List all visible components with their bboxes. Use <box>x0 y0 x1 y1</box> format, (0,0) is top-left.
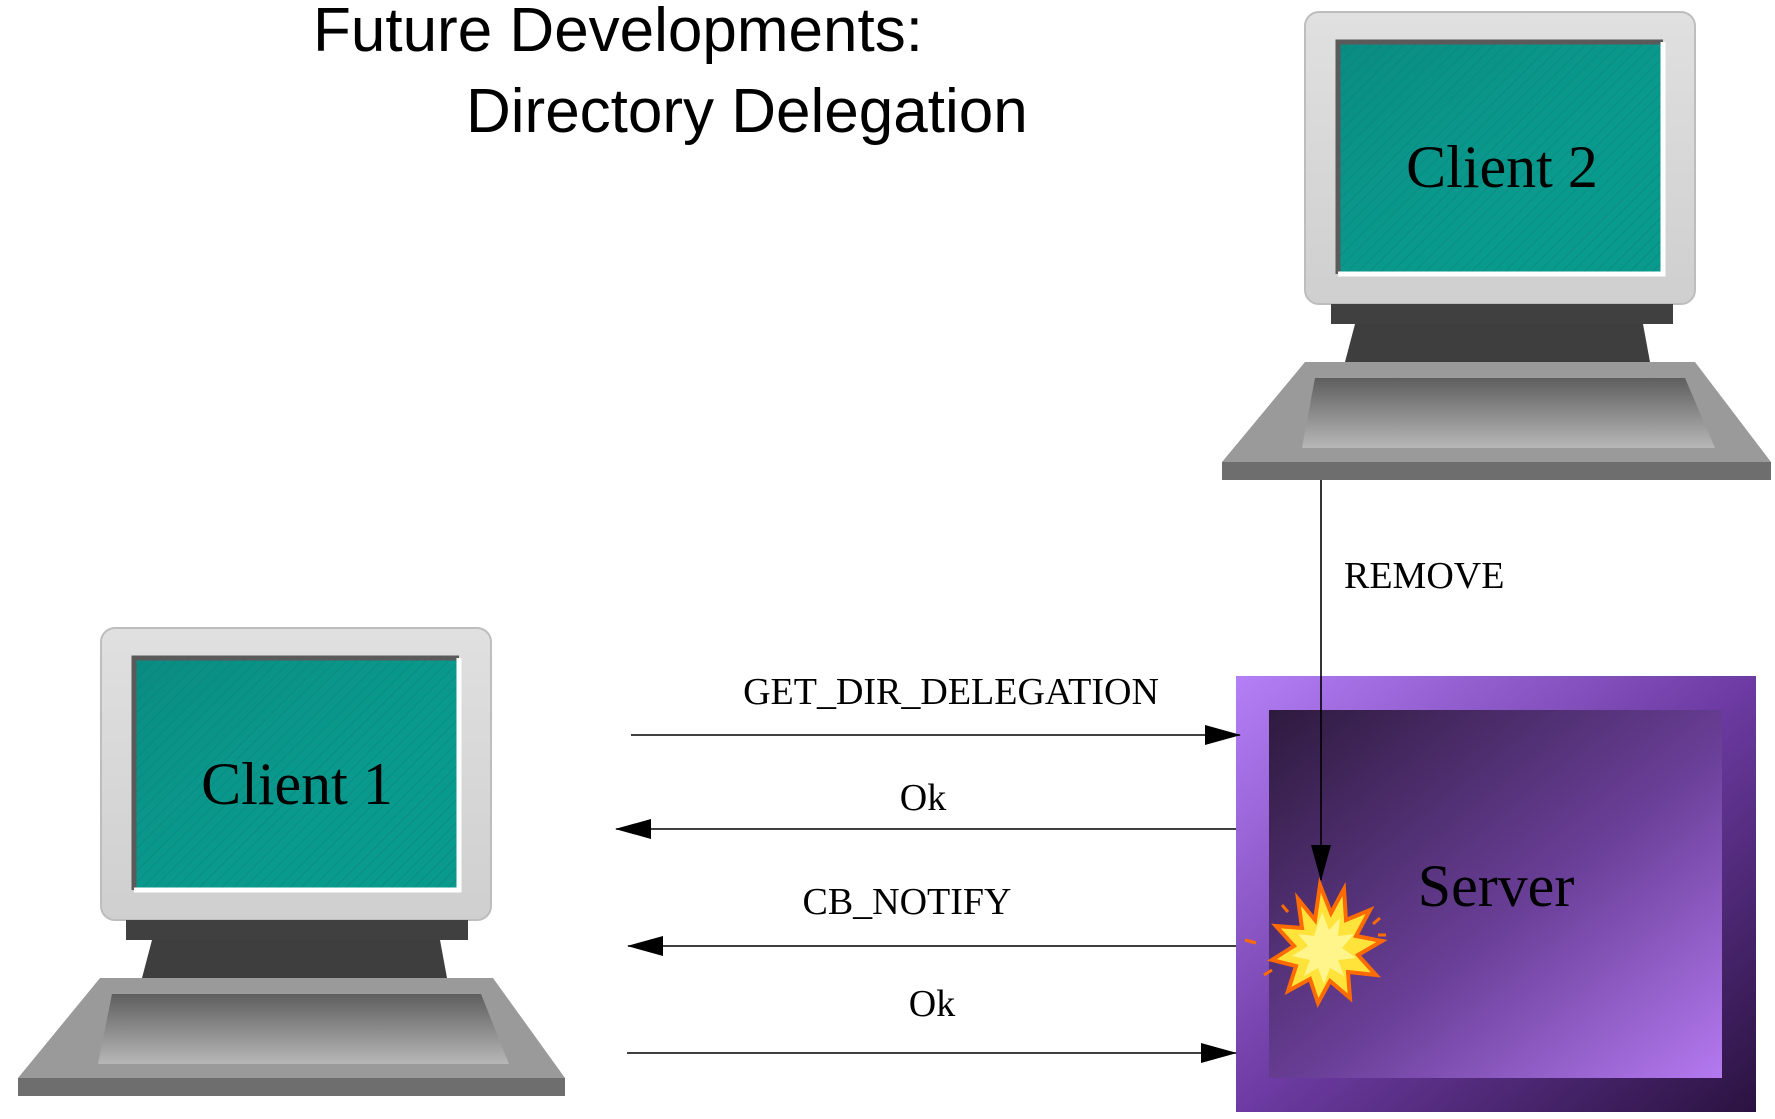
client-2-computer: Client 2 <box>1222 11 1771 480</box>
title-line-1: Future Developments: <box>313 0 923 65</box>
ok-ack-message: Ok <box>627 983 1237 1063</box>
get-dir-delegation-label: GET_DIR_DELEGATION <box>743 671 1159 713</box>
cb-notify-message: CB_NOTIFY <box>627 881 1236 956</box>
explosion-icon <box>1244 877 1388 1008</box>
get-dir-delegation-message: GET_DIR_DELEGATION <box>631 671 1241 745</box>
ok-ack-label: Ok <box>909 983 955 1025</box>
cb-notify-label: CB_NOTIFY <box>802 881 1011 923</box>
server-box: Server <box>1236 676 1756 1112</box>
client-1-computer: Client 1 <box>18 627 565 1096</box>
title-line-2: Directory Delegation <box>466 77 1028 146</box>
ok-reply-message: Ok <box>615 777 1236 839</box>
remove-message: REMOVE <box>1311 480 1504 881</box>
ok-reply-label: Ok <box>900 777 946 819</box>
server-label: Server <box>1418 853 1575 919</box>
client-1-label: Client 1 <box>201 751 393 817</box>
client-2-label: Client 2 <box>1406 134 1598 200</box>
remove-label: REMOVE <box>1344 555 1504 597</box>
